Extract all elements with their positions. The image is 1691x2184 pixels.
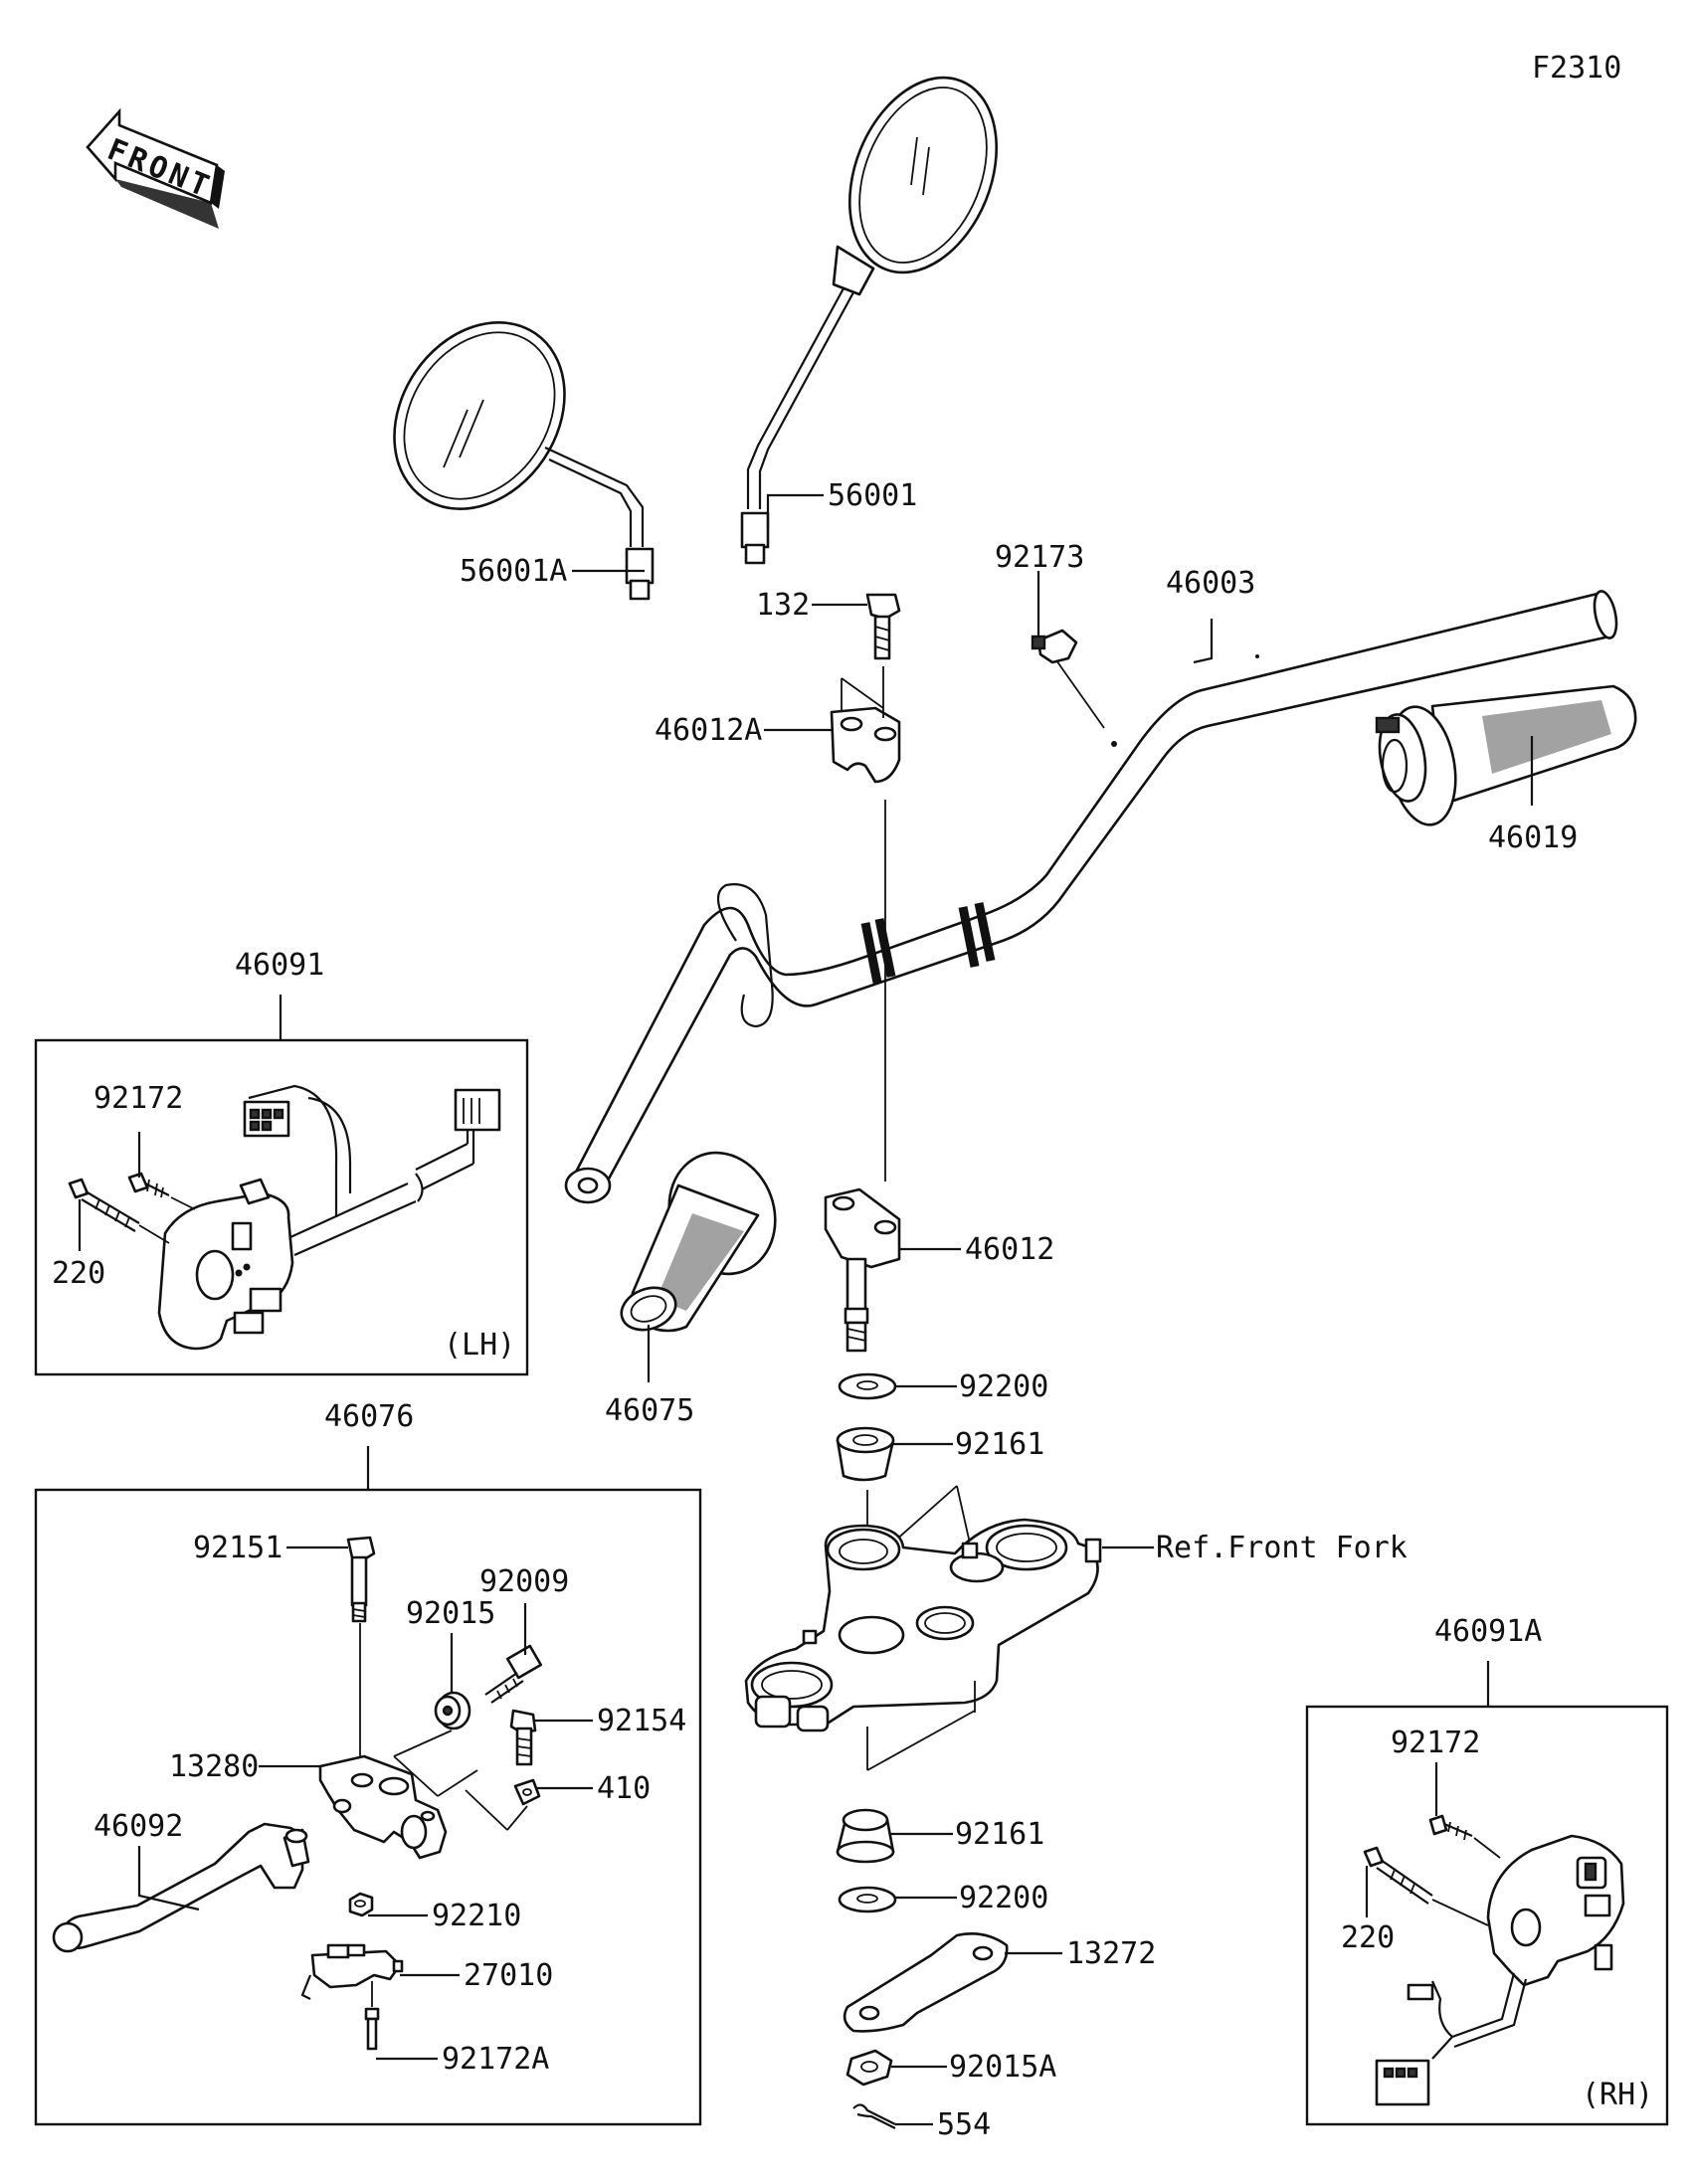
washer-410 [513, 1778, 541, 1806]
leader-lines [78, 493, 1534, 2126]
washer-bottom [838, 1886, 897, 1913]
rubber-bush-top [836, 1426, 895, 1482]
clip-92173 [1031, 629, 1105, 729]
mirror-left [393, 321, 655, 601]
holder-lower [824, 1187, 901, 1353]
label-13272: 13272 [1066, 1936, 1156, 1971]
front-arrow-icon: FRONT [86, 107, 225, 229]
label-92151: 92151 [193, 1531, 282, 1565]
label-92154: 92154 [597, 1704, 686, 1738]
label-132: 132 [756, 588, 810, 623]
nut-92015A [846, 2049, 893, 2087]
label-46092: 46092 [94, 1809, 183, 1844]
label-92161-top: 92161 [955, 1427, 1044, 1462]
label-92161-bottom: 92161 [955, 1817, 1044, 1852]
label-46012A: 46012A [655, 713, 762, 748]
label-46076: 46076 [324, 1399, 414, 1434]
screw-92172A [364, 2007, 380, 2051]
figure-code: F2310 [1532, 51, 1621, 86]
label-46003: 46003 [1166, 566, 1255, 601]
clamp-upper [830, 666, 901, 784]
label-554: 554 [937, 2107, 991, 2142]
label-46091A: 46091A [1434, 1614, 1542, 1649]
screw-220-lh [68, 1178, 170, 1244]
label-46012: 46012 [965, 1232, 1054, 1267]
cotter-pin-554 [852, 2103, 896, 2129]
grip-right [1375, 684, 1637, 826]
rubber-bush-bottom [836, 1808, 895, 1864]
label-46019: 46019 [1488, 820, 1578, 855]
nut-92210 [348, 1892, 374, 1917]
label-92172-lh: 92172 [94, 1081, 183, 1116]
label-56001A: 56001A [460, 554, 567, 589]
label-56001: 56001 [828, 478, 917, 513]
handlebar [564, 590, 1618, 1204]
label-92210: 92210 [432, 1899, 521, 1933]
mirror-right [740, 76, 999, 565]
bolt-132 [865, 593, 901, 660]
screw-92172-rh [1428, 1814, 1501, 1859]
bolt-92151 [346, 1536, 376, 1770]
label-46075: 46075 [605, 1393, 694, 1428]
label-92015A: 92015A [949, 2050, 1056, 2085]
gear-92015 [434, 1691, 471, 1730]
plate-13272 [843, 1932, 1009, 2033]
label-ref-front-fork: Ref.Front Fork [1156, 1531, 1408, 1565]
triple-clamp [744, 1485, 1102, 1771]
lever-46092 [52, 1822, 310, 1953]
label-220-lh: 220 [52, 1256, 105, 1291]
washer-top [838, 1372, 897, 1400]
screw-92172-lh [127, 1172, 196, 1210]
label-92172-rh: 92172 [1391, 1726, 1480, 1760]
label-410: 410 [597, 1771, 651, 1806]
label-92200-bottom: 92200 [959, 1881, 1048, 1915]
screw-92154 [509, 1709, 537, 1766]
label-220-rh: 220 [1341, 1920, 1395, 1955]
label-92172A: 92172A [442, 2042, 549, 2077]
switch-left [157, 1084, 501, 1351]
label-27010: 27010 [464, 1958, 553, 1993]
grip-left [620, 1151, 777, 1333]
label-92015: 92015 [406, 1596, 495, 1631]
label-46091: 46091 [235, 948, 324, 983]
label-rh: (RH) [1582, 2078, 1653, 2112]
label-13280: 13280 [169, 1749, 259, 1784]
label-92200-top: 92200 [959, 1369, 1048, 1404]
switch-right [1375, 1834, 1625, 2106]
lever-holder-13280 [318, 1729, 528, 1860]
screw-220-rh [1363, 1846, 1489, 1926]
label-lh: (LH) [444, 1328, 515, 1363]
label-92173: 92173 [995, 540, 1084, 575]
label-92009: 92009 [479, 1564, 569, 1599]
adjuster-92009 [484, 1644, 543, 1704]
switch-27010 [300, 1943, 404, 2007]
